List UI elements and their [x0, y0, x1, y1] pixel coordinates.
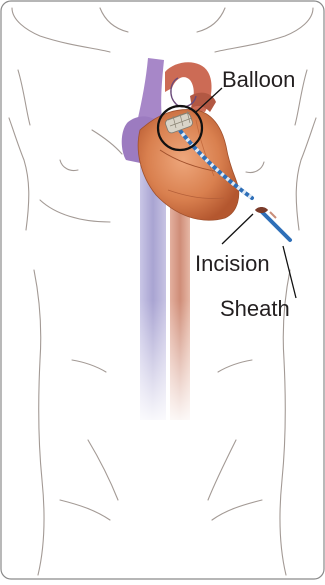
vessel-fade: [130, 300, 200, 430]
incision-label: Incision: [195, 253, 270, 275]
balloon-label: Balloon: [222, 69, 295, 91]
sheath-label: Sheath: [220, 298, 290, 320]
